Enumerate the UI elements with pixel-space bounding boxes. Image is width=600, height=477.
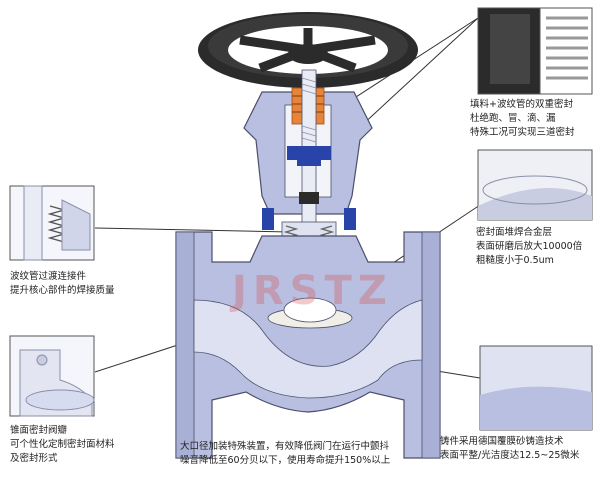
callout-disc: 锥面密封阀瓣 可个性化定制密封面材料 及密封形式	[10, 425, 115, 464]
handwheel	[198, 12, 418, 88]
inset-seal-face	[477, 149, 593, 221]
inset-disc-closeup	[9, 335, 95, 417]
watermark-logo: JRSTZ	[232, 268, 393, 314]
inset-casting-surface	[479, 345, 593, 431]
callout-casting: 铸件采用德国覆膜砂铸造技术 表面平整/光洁度达12.5~25微米	[440, 436, 580, 461]
callout-noise-reduction: 大口径加装特殊装置，有效降低阀门在运行中颤抖 噪音降低至60分贝以下，使用寿命提…	[180, 441, 391, 466]
inset-bellows-connector	[9, 185, 95, 261]
yoke-bushing	[287, 146, 331, 166]
bonnet-bolts	[262, 208, 356, 230]
callout-packing-bellows: 填料+波纹管的双重密封 杜绝跑、冒、滴、漏 特殊工况可实现三道密封	[470, 99, 575, 138]
inset-packing-closeup	[477, 7, 593, 95]
valve-body	[175, 231, 441, 459]
callout-bellows-connector: 波纹管过渡连接件 提升核心部件的焊接质量	[10, 271, 115, 296]
callout-seal-surface: 密封面堆焊合金层 表面研磨后放大10000倍 粗糙度小于0.5um	[476, 227, 583, 266]
